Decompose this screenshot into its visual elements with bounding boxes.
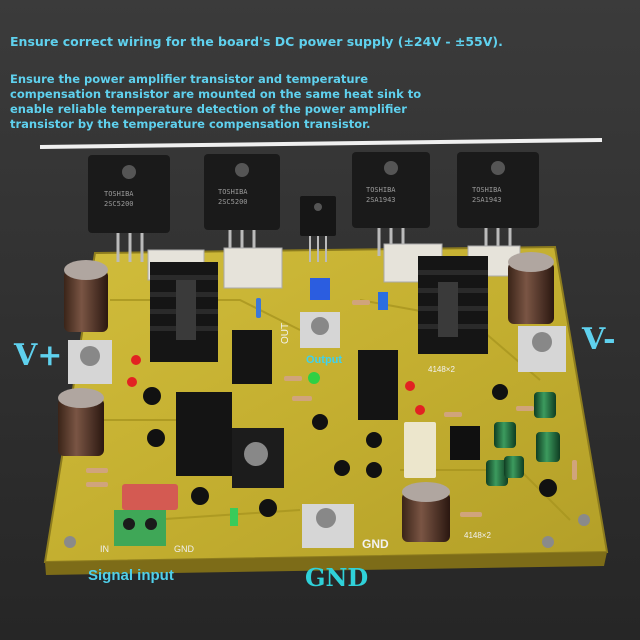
heatsink-right [418,256,488,354]
trimmer-potentiometer [310,278,330,300]
power-transistor-2 [204,154,280,258]
blue-capacitor [378,292,388,310]
silkscreen-gnd-center: GND [362,537,389,551]
heatsink-small-3 [176,392,232,476]
red-leds [127,355,425,415]
divider-line [39,138,603,149]
heatsink-screw [244,442,268,466]
v-minus-terminal [518,326,566,372]
gnd-terminal [302,504,354,548]
transistor-2-marking-2: 2SC5200 [218,198,248,206]
v-minus-label: V- [582,322,616,357]
heatsink-small-1 [232,330,272,384]
box-capacitor-2 [404,448,436,478]
power-transistor-1 [88,155,170,262]
green-capacitors [486,392,560,486]
resistors [86,298,577,517]
pcb-edge [45,552,607,575]
silkscreen-out: OUT [280,323,291,344]
film-capacitor [122,484,178,510]
gnd-label: GND [305,563,369,592]
signal-input-label: Signal input [88,567,174,584]
box-capacitor-1 [404,422,436,456]
v-plus-label: V+ [14,338,63,373]
capacitor-right-top [508,252,554,324]
heatsink-left [150,262,218,362]
transistor-4-marking-2: 2SA1943 [472,196,502,204]
transistor-1-marking-1: TOSHIBA [104,190,134,198]
signal-input-connector [114,510,166,546]
ceramic-resistor-2 [223,247,283,289]
silkscreen-in: IN [100,544,109,554]
output-terminal [300,312,340,348]
silkscreen-gnd-left: GND [174,544,195,554]
temp-compensation-transistor [300,196,336,262]
transistor-3-marking-1: TOSHIBA [366,186,396,194]
green-diode [230,508,238,526]
heatsink-note: Ensure the power amplifier transistor an… [10,72,422,131]
transistor-2-marking-1: TOSHIBA [218,188,248,196]
small-transistors [143,384,557,517]
op-amp-ic [450,426,480,460]
capacitor-left-bottom [58,388,104,456]
heatsink-small-2 [358,350,398,420]
power-supply-note: Ensure correct wiring for the board's DC… [10,34,503,49]
capacitor-bottom-center [402,482,450,542]
silkscreen-diode-bottom: 4148×2 [464,531,491,540]
transistor-3-marking-2: 2SA1943 [366,196,396,204]
v-plus-terminal [68,340,112,384]
green-led [308,372,320,384]
output-label: Output [306,354,343,366]
capacitor-left-top [64,260,108,332]
mounting-holes [64,514,590,548]
transistor-4-marking-1: TOSHIBA [472,186,502,194]
transistor-1-marking-2: 2SC5200 [104,200,134,208]
silkscreen-diode-right: 4148×2 [428,365,455,374]
